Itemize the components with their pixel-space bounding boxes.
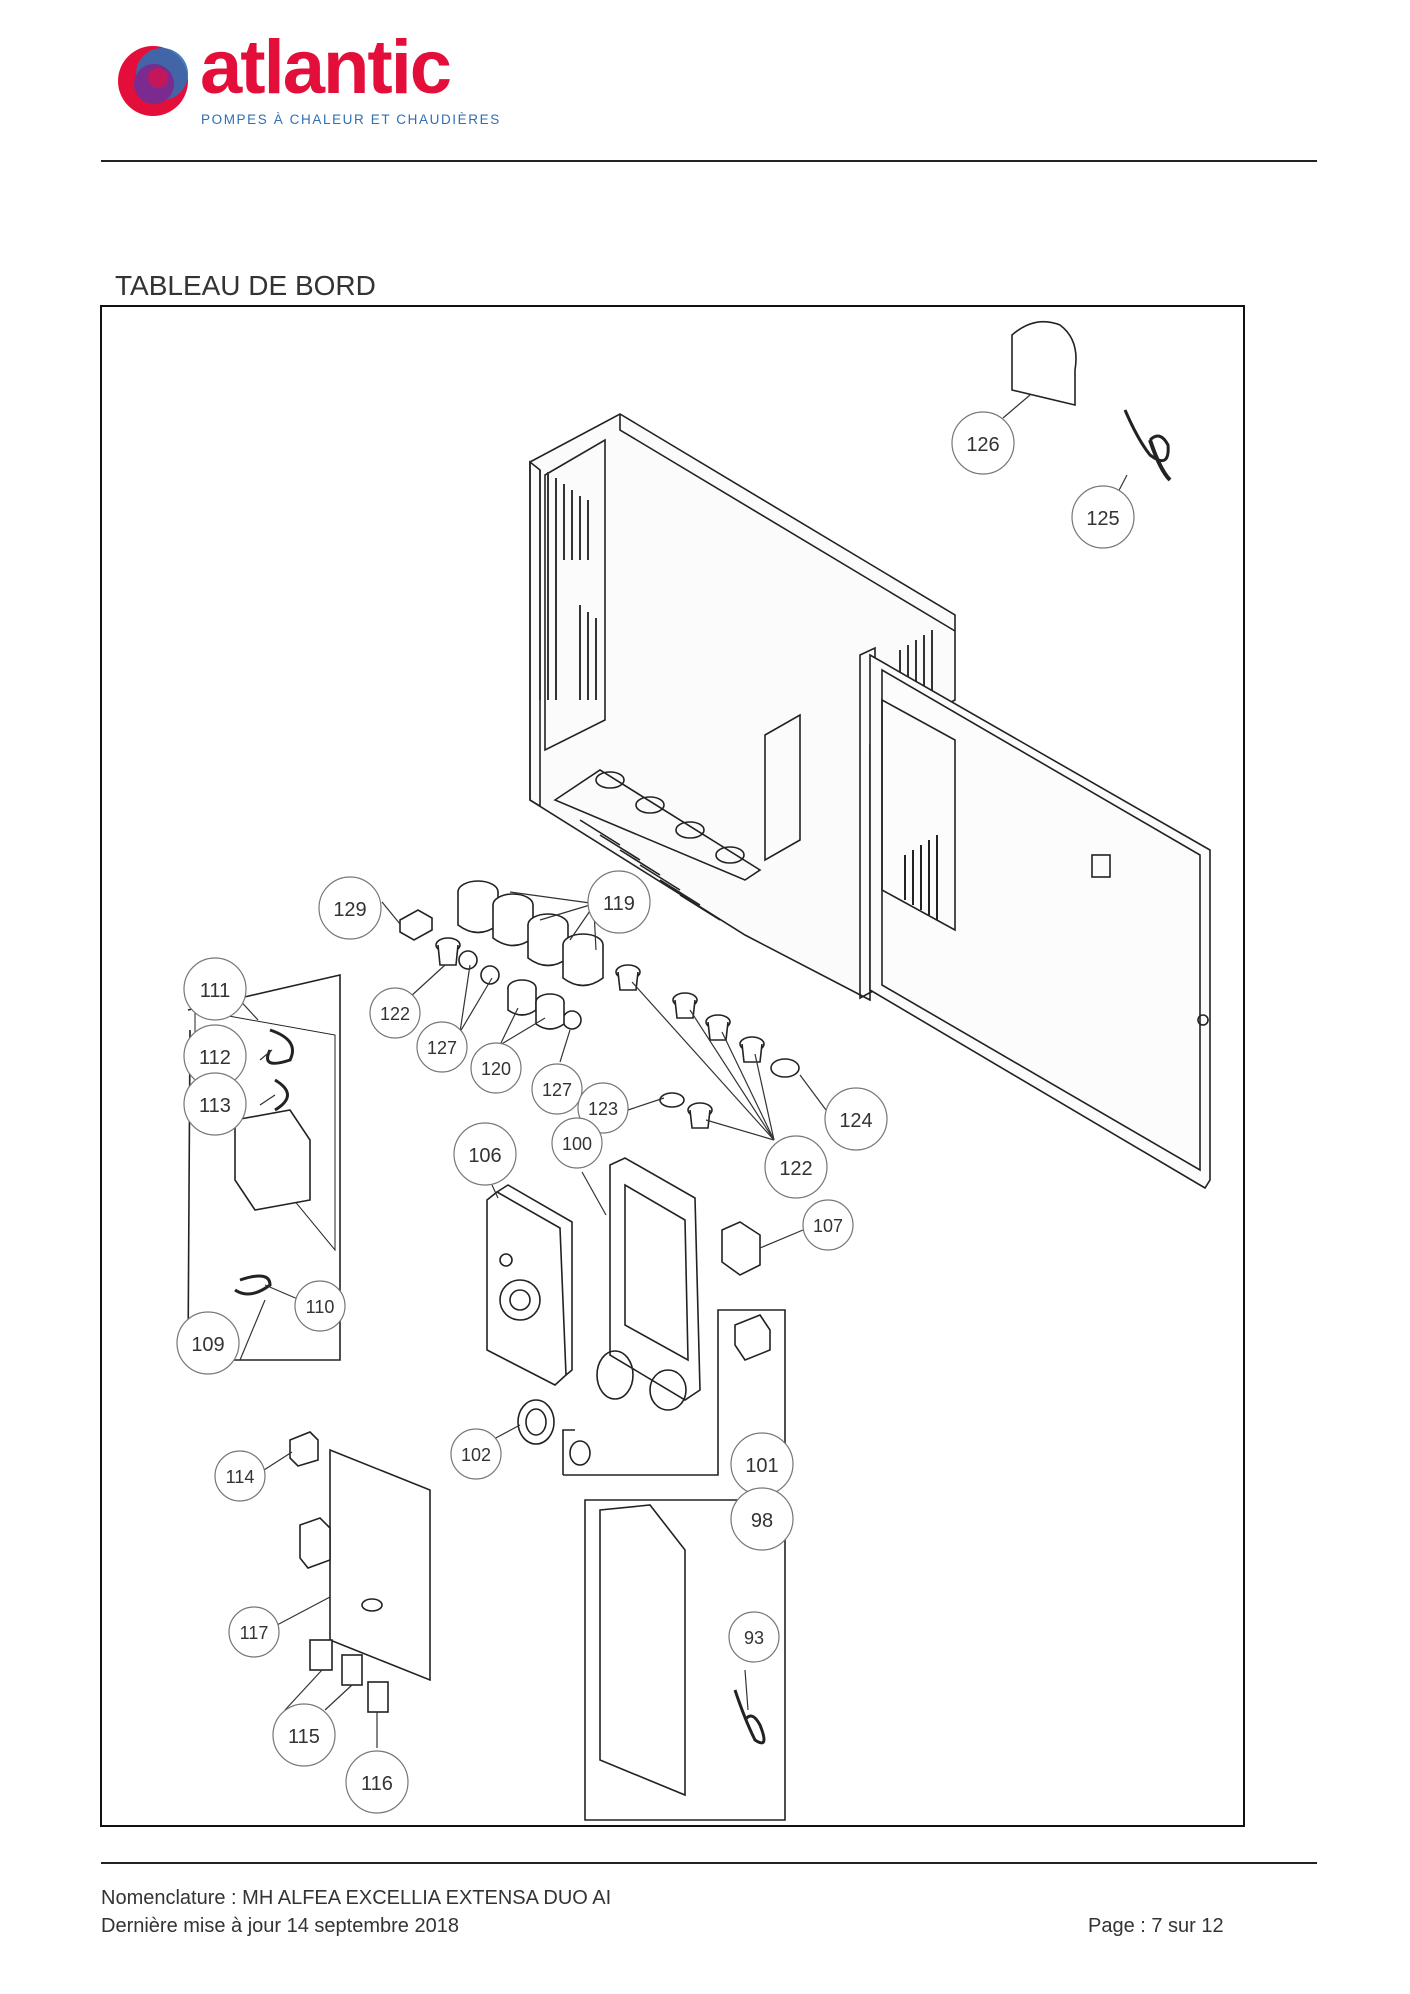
callout-123: 123 [577, 1082, 629, 1134]
callout-113: 113 [183, 1072, 247, 1136]
callout-109: 109 [176, 1311, 240, 1375]
callout-126: 126 [951, 411, 1015, 475]
callout-115: 115 [272, 1703, 336, 1767]
callout-98: 98 [730, 1487, 794, 1551]
svg-text:113: 113 [199, 1095, 231, 1117]
svg-text:109: 109 [191, 1334, 224, 1356]
svg-text:110: 110 [306, 1297, 335, 1317]
svg-text:114: 114 [226, 1467, 255, 1487]
footer-divider [101, 1862, 1317, 1864]
svg-text:112: 112 [199, 1047, 231, 1069]
svg-text:100: 100 [562, 1134, 592, 1154]
callout-117: 117 [228, 1606, 280, 1658]
brand-tagline: POMPES À CHALEUR ET CHAUDIÈRES [201, 112, 501, 127]
svg-text:127: 127 [427, 1038, 457, 1058]
callout-120: 120 [470, 1042, 522, 1094]
callout-101: 101 [730, 1432, 794, 1496]
callout-106: 106 [453, 1122, 517, 1186]
svg-text:119: 119 [603, 893, 635, 915]
svg-text:102: 102 [461, 1445, 491, 1465]
callout-122a: 122 [369, 987, 421, 1039]
callout-110: 110 [294, 1280, 346, 1332]
svg-text:123: 123 [588, 1099, 618, 1119]
callout-100: 100 [551, 1117, 603, 1169]
svg-text:124: 124 [839, 1110, 872, 1132]
header-divider [101, 160, 1317, 162]
diagram-frame [100, 305, 1245, 1827]
callout-119: 119 [587, 870, 651, 934]
callout-102: 102 [450, 1428, 502, 1480]
svg-text:126: 126 [966, 434, 999, 456]
callout-114: 114 [214, 1450, 266, 1502]
svg-text:115: 115 [288, 1726, 320, 1748]
callout-93: 93 [728, 1611, 780, 1663]
footer-nomenclature: Nomenclature : MH ALFEA EXCELLIA EXTENSA… [101, 1887, 612, 1909]
callout-122b: 122 [764, 1135, 828, 1199]
callout-124: 124 [824, 1087, 888, 1151]
svg-text:111: 111 [200, 980, 230, 1002]
callout-125: 125 [1071, 485, 1135, 549]
svg-text:106: 106 [468, 1145, 501, 1167]
callout-bubbles: 126 125 119 129 111 122 127 112 120 127 … [176, 411, 1135, 1814]
callout-107: 107 [802, 1199, 854, 1251]
svg-text:117: 117 [240, 1623, 269, 1643]
leader-lines [234, 394, 1128, 1748]
callout-116: 116 [345, 1750, 409, 1814]
page-number: Page : 7 sur 12 [1088, 1915, 1224, 1937]
atlantic-logo: atlantic POMPES À CHALEUR ET CHAUDIÈRES [110, 30, 499, 133]
svg-text:129: 129 [333, 899, 366, 921]
svg-text:107: 107 [813, 1216, 843, 1236]
section-title: TABLEAU DE BORD [115, 270, 376, 301]
logo-mark-icon [118, 46, 188, 116]
svg-text:116: 116 [361, 1773, 393, 1795]
svg-text:127: 127 [542, 1080, 572, 1100]
callout-127b: 127 [531, 1063, 583, 1115]
svg-text:125: 125 [1086, 508, 1119, 530]
callout-112: 112 [183, 1024, 247, 1088]
svg-text:122: 122 [779, 1158, 812, 1180]
parts-drawing [187, 320, 1211, 1821]
callout-127a: 127 [416, 1021, 468, 1073]
callout-129: 129 [318, 876, 382, 940]
svg-text:98: 98 [751, 1510, 773, 1532]
svg-text:101: 101 [745, 1455, 778, 1477]
brand-name: atlantic [200, 25, 452, 110]
svg-text:120: 120 [481, 1059, 511, 1079]
footer-updated: Dernière mise à jour 14 septembre 2018 [101, 1915, 459, 1937]
svg-text:93: 93 [744, 1628, 764, 1648]
svg-text:122: 122 [380, 1004, 410, 1024]
callout-111: 111 [183, 957, 247, 1021]
